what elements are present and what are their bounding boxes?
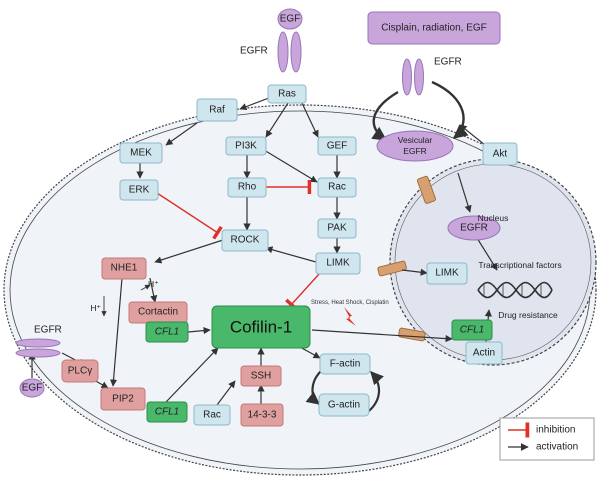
nucleus (389, 158, 597, 366)
blue-nodes: Ras Raf MEK ERK PI3K GEF Rho Rac PAK ROC… (119, 84, 518, 426)
cortactin-label: Cortactin (138, 307, 178, 318)
rock-label: ROCK (231, 235, 260, 246)
factin-node (319, 353, 371, 375)
egf-ligand-left (19, 378, 45, 398)
raf-label: Raf (209, 105, 225, 116)
red-nodes: NHE1 Cortactin PLCγ PIP2 SSH 14-3-3 (61, 257, 284, 427)
rac-bottom-node (193, 404, 231, 426)
inhibition-edges (156, 180, 321, 311)
limk-node (315, 252, 361, 275)
rock-node (221, 229, 269, 252)
gactin-label: G-actin (328, 400, 360, 411)
cfl1-a-label: CFL1 (155, 327, 179, 338)
cofilin-label: Cofilin-1 (230, 318, 292, 337)
cfl1-a-node (145, 321, 189, 343)
gactin-node (318, 393, 370, 417)
limk-nuc-label: LIMK (435, 268, 459, 279)
legend-activation: activation (536, 442, 578, 453)
raf-node (196, 98, 238, 122)
erk-label: ERK (129, 185, 150, 196)
pak-node (317, 218, 357, 239)
dna-helix-icon (477, 281, 553, 299)
egf-top-label: EGF (280, 14, 301, 25)
cfl1-b-node (146, 401, 188, 423)
rac-mid-node (317, 177, 357, 198)
ssh-node (240, 365, 282, 387)
egfr-right-label: EGFR (434, 57, 462, 68)
ywhaz-node (240, 403, 284, 427)
ssh-label: SSH (251, 371, 272, 382)
rho-label: Rho (238, 182, 257, 193)
h-plus-2-label: H⁺ (90, 303, 101, 313)
actin-nuc-node (465, 341, 503, 365)
vesicular-egfr-label-1: Vesicular (398, 135, 433, 145)
rac-mid-label: Rac (328, 182, 346, 193)
pi3k-label: PI3K (235, 141, 257, 152)
pip2-label: PIP2 (112, 394, 134, 405)
cfl1-nuc-node (451, 319, 493, 341)
h-plus-1-label: H⁺ (148, 279, 159, 289)
stress-label: Stress, Heat Shock, Cisplatin (311, 300, 389, 306)
mek-node (119, 142, 163, 164)
nuclear-pores (377, 175, 437, 342)
limk-label: LIMK (326, 258, 350, 269)
limk-nuc-node (426, 262, 468, 285)
cfl1-b-label: CFL1 (155, 407, 179, 418)
plcy-node (61, 359, 99, 383)
rac-bottom-label: Rac (203, 410, 221, 421)
gef-node (317, 136, 357, 156)
gef-label: GEF (327, 141, 348, 152)
egfr-top-label: EGFR (240, 46, 268, 57)
egfr-receptor-top: EGF EGFR (240, 8, 303, 73)
nucleus-label: Nucleus (478, 213, 509, 223)
legend: inhibition activation (499, 417, 595, 461)
rho-node (227, 177, 267, 198)
drug-resistance-label: Drug resistance (498, 310, 558, 320)
lightning-icon (344, 307, 356, 326)
stimulus-box (367, 11, 501, 45)
akt-label: Akt (493, 149, 508, 160)
nhe1-node (101, 257, 147, 280)
erk-node (119, 179, 159, 201)
vesicular-egfr-label-2: EGFR (403, 146, 427, 156)
factin-label: F-actin (330, 359, 361, 370)
egfr-nuc-node (447, 215, 501, 241)
transcription-label: Transcriptional factors (478, 260, 561, 270)
cfl1-nuc-label: CFL1 (460, 325, 484, 336)
ywhaz-label: 14-3-3 (248, 410, 277, 421)
nhe1-label: NHE1 (111, 263, 138, 274)
free-labels: Nucleus Transcriptional factors Drug res… (90, 213, 561, 320)
egf-ligand-top (277, 8, 303, 30)
egfr-receptor-left: EGFR EGF (15, 325, 62, 398)
egfr-left-label: EGFR (34, 325, 62, 336)
ras-label: Ras (278, 89, 296, 100)
mek-label: MEK (130, 148, 152, 159)
pak-label: PAK (327, 223, 347, 234)
egf-left-label: EGF (22, 383, 43, 394)
cofilin-node (211, 305, 311, 349)
egfr-nuc-group: EGFR (447, 215, 501, 241)
egfr-nuc-label: EGFR (460, 223, 488, 234)
plcy-label: PLCγ (68, 366, 92, 377)
actin-nuc-label: Actin (473, 348, 495, 359)
pi3k-node (225, 136, 267, 156)
egfr-receptor-right: Cisplain, radiation, EGF EGFR Vesicular … (367, 11, 501, 162)
ras-node (267, 84, 307, 104)
stimulus-label: Cisplain, radiation, EGF (381, 23, 487, 34)
akt-node (482, 142, 518, 166)
green-nodes: Cofilin-1 CFL1 CFL1 CFL1 (145, 305, 493, 423)
legend-inhibition: inhibition (536, 425, 575, 436)
pip2-node (100, 387, 146, 411)
vesicular-egfr-node (376, 130, 454, 162)
